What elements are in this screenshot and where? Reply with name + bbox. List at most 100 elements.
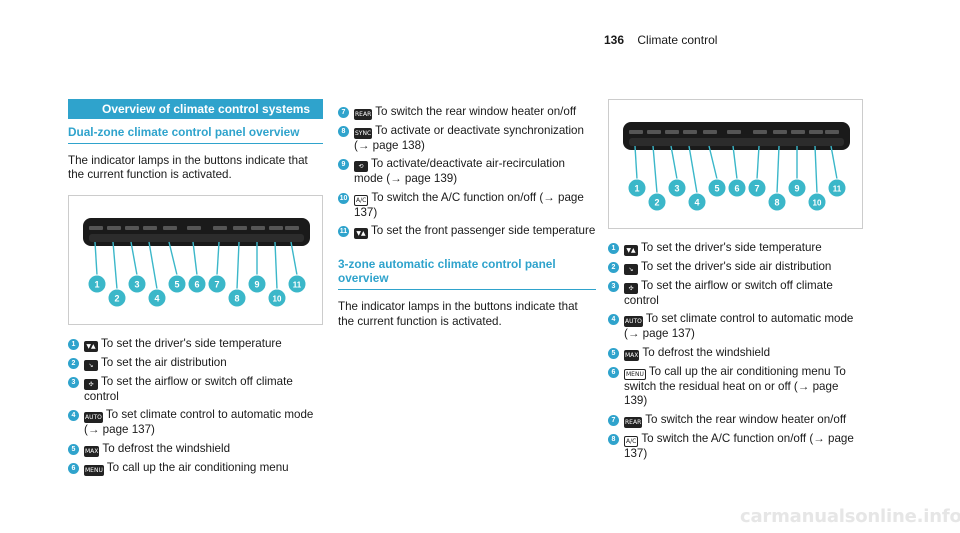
page-header: 136 Climate control — [604, 33, 717, 47]
callout-number: 7 — [608, 414, 619, 426]
panel-button — [791, 130, 805, 134]
max-defrost-icon: MAX — [84, 445, 100, 457]
callout-number: 1 — [68, 338, 79, 350]
list-item: 3✣To set the airflow or switch off clima… — [608, 279, 863, 308]
callout-label: 6 — [194, 279, 199, 289]
callout-label: 5 — [714, 184, 719, 194]
panel-button — [143, 225, 157, 230]
temperature-icon: ▼▲ — [624, 245, 638, 256]
item-text: To call up the air conditioning menu — [106, 460, 289, 474]
callout-line — [94, 241, 98, 275]
callout-number: 9 — [338, 159, 349, 171]
callout-circle — [827, 178, 847, 198]
panel-button — [125, 225, 139, 230]
control-panel-strip — [89, 233, 304, 242]
item-text: To set the airflow or switch off climate… — [84, 374, 293, 403]
panel-button — [703, 130, 717, 134]
auto-icon: AUTO — [624, 316, 643, 328]
panel-button — [727, 130, 741, 134]
recirculation-icon: ⟲ — [354, 161, 368, 173]
callout-label: 3 — [134, 279, 139, 289]
panel-button — [163, 225, 177, 230]
callout-label: 10 — [813, 199, 822, 208]
control-panel-strip — [629, 138, 844, 146]
callout-label: 7 — [754, 184, 759, 194]
callout-number: 6 — [608, 366, 619, 378]
callout-line — [192, 241, 198, 275]
callout-circle — [687, 192, 707, 212]
panel-button — [773, 130, 787, 134]
item-text: To switch the rear window heater on/off — [645, 412, 847, 426]
panel-button — [753, 130, 767, 134]
airflow-icon: ✣ — [84, 378, 98, 390]
panel-button — [683, 130, 697, 134]
list-item: 1▼▲To set the driver's side temperature — [608, 241, 863, 256]
chapter-title: Climate control — [637, 33, 718, 47]
callout-number: 5 — [68, 443, 79, 455]
callout-number: 1 — [608, 243, 619, 254]
callout-line — [634, 145, 638, 180]
panel-button — [825, 130, 839, 134]
panel-button — [187, 225, 201, 230]
callout-circle — [287, 274, 307, 294]
callout-number: 10 — [338, 192, 349, 204]
callout-circle — [727, 178, 747, 198]
item-text: To set the front passenger side temperat… — [371, 224, 596, 238]
callout-circle — [787, 178, 807, 198]
item-text: To set the driver's side air distributio… — [641, 260, 832, 273]
callout-line — [732, 145, 738, 180]
panel-button — [213, 225, 227, 230]
callout-line — [274, 241, 278, 289]
column-1: Overview of climate control systems Dual… — [68, 99, 323, 476]
item-text: To defrost the windshield — [102, 441, 231, 455]
menu-rest-icon: MENU — [624, 368, 646, 380]
callout-circle — [227, 288, 247, 308]
air-distribution-icon: ↘ — [624, 264, 638, 275]
callout-circle — [187, 274, 207, 294]
panel-button — [285, 225, 299, 230]
item-text: To call up the air conditioning menu To … — [624, 364, 846, 408]
page-number: 136 — [604, 33, 625, 47]
callout-number: 4 — [68, 410, 79, 422]
callout-line — [688, 145, 698, 194]
callout-line — [168, 241, 178, 275]
callout-circle — [147, 288, 167, 308]
callout-circle — [807, 192, 827, 212]
callout-label: 11 — [833, 185, 842, 194]
item-text: To switch the A/C function on/off (→ pag… — [354, 190, 584, 219]
air-distribution-icon: ↘ — [84, 359, 98, 371]
callout-circle — [707, 178, 727, 198]
callout-circle — [107, 288, 127, 308]
callout-label: 5 — [174, 279, 179, 289]
list-item: 3✣To set the airflow or switch off clima… — [68, 375, 323, 404]
panel-button — [89, 225, 103, 230]
panel-button — [107, 225, 121, 230]
callout-number: 4 — [608, 314, 619, 326]
callout-circle — [87, 274, 107, 294]
callout-number: 8 — [338, 126, 349, 137]
menu-icon: MENU — [84, 464, 104, 476]
sync-icon: SYNC — [354, 128, 373, 139]
callout-circle — [747, 178, 767, 198]
item-text: To set the driver's side temperature — [101, 336, 282, 350]
list-item: 1▼▲To set the driver's side temperature — [68, 337, 323, 352]
ac-icon: A/C — [624, 435, 639, 447]
callout-line — [670, 145, 678, 180]
callout-line — [652, 145, 658, 194]
callout-label: 8 — [234, 293, 239, 303]
panel-button — [251, 225, 265, 230]
temperature-icon: ▼▲ — [354, 228, 368, 240]
callout-label: 10 — [273, 294, 282, 303]
callout-label: 1 — [94, 279, 99, 289]
item-text: To set the airflow or switch off climate… — [624, 279, 833, 307]
